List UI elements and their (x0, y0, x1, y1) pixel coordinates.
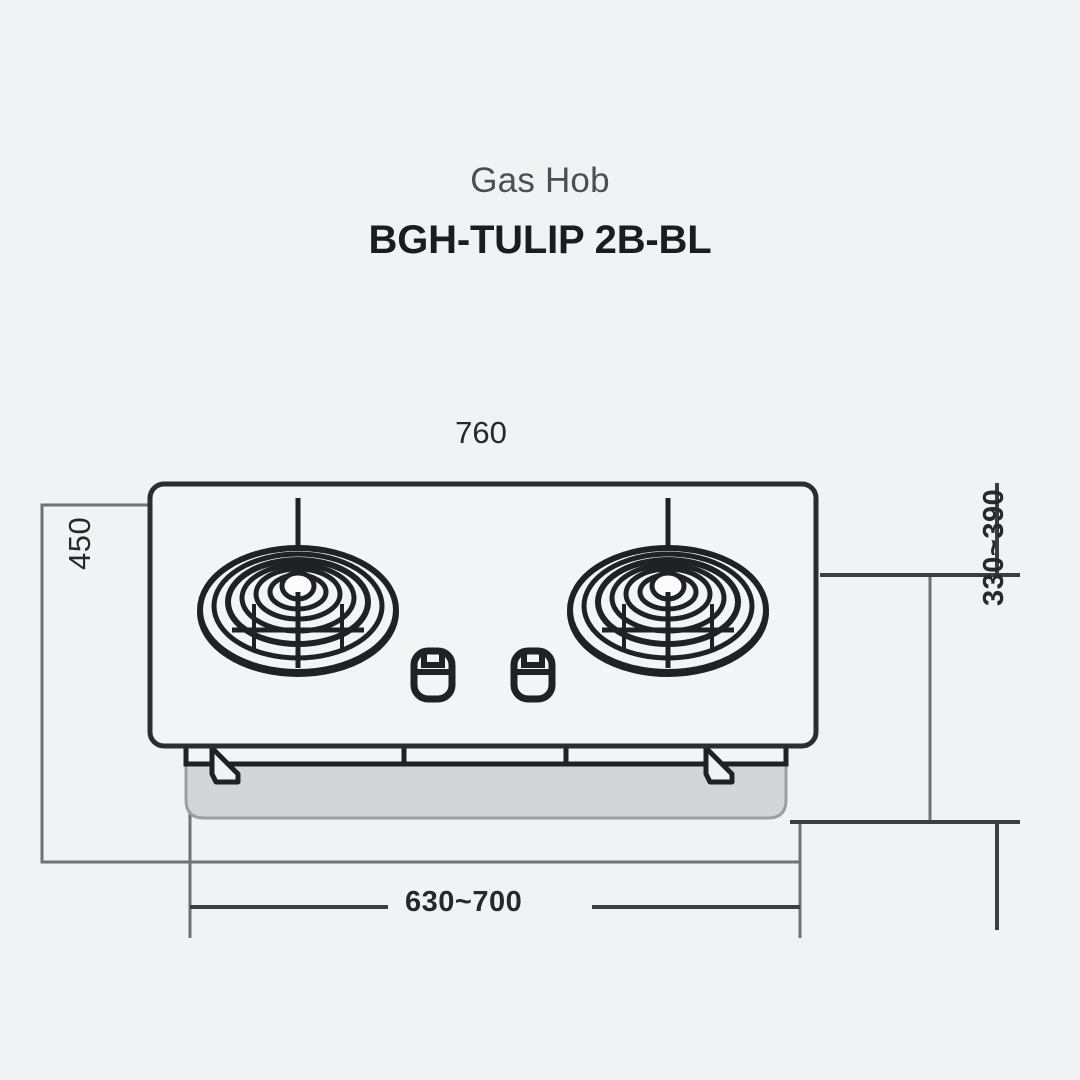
dimension-330-frame (820, 573, 932, 824)
dimension-label-depth: 450 (62, 516, 97, 570)
dimension-value-760: 760 (455, 415, 507, 450)
product-category: Gas Hob (470, 161, 610, 200)
knob-left[interactable] (410, 647, 456, 703)
dimension-label-width: 760 (0, 415, 1080, 451)
dimension-label-cutout-height: 330~390 (978, 488, 1010, 606)
hob-body (184, 753, 788, 820)
dimension-lines-dark (190, 483, 1020, 930)
dimension-label-cutout-width: 630~700 (405, 886, 523, 918)
knob-right[interactable] (510, 647, 556, 703)
dimension-450-frame (40, 503, 800, 864)
product-model: BGH-TULIP 2B-BL (368, 218, 712, 262)
title-block: Gas Hob BGH-TULIP 2B-BL (0, 158, 1080, 268)
